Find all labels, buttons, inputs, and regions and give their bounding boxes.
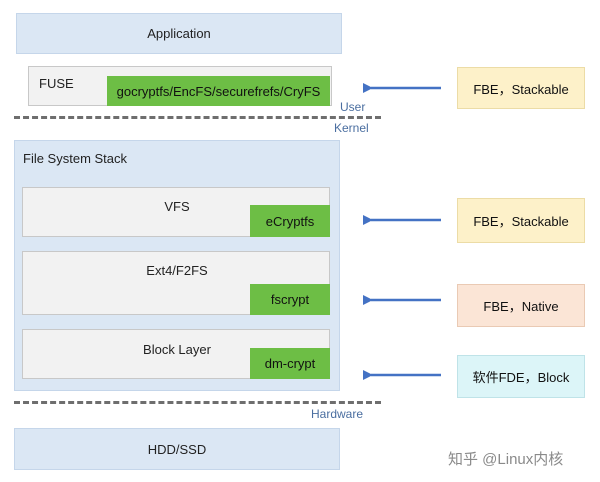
fuse-impl-box: gocryptfs/EncFS/securefrefs/CryFS [107,76,330,106]
fuse-label: FUSE [39,76,74,91]
application-box: Application [16,13,342,54]
storage-box: HDD/SSD [14,428,340,470]
hardware-region-label: Hardware [311,407,364,421]
vfs-impl-label: eCryptfs [265,213,315,229]
block-layer-label: Block Layer [143,342,211,357]
block-impl-label: dm-crypt [264,356,316,371]
tag-vfs: FBE，Stackable [457,198,585,243]
tag-ext4-label: FBE，Native [483,299,559,314]
watermark: 知乎 @Linux内核 [448,451,564,468]
tag-fuse: FBE，Stackable [457,67,585,109]
block-impl-box: dm-crypt [250,348,330,379]
vfs-impl-box: eCryptfs [250,205,330,237]
storage-label: HDD/SSD [147,441,207,457]
user-kernel-divider [14,116,381,119]
tag-fuse-label: FBE，Stackable [473,81,569,97]
tag-ext4: FBE，Native [457,284,585,327]
tag-vfs-label: FBE，Stackable [473,214,569,229]
user-region-label: User [340,100,366,114]
vfs-label: VFS [164,199,190,214]
tag-block: 软件FDE，Block [457,355,585,398]
kernel-hardware-divider [14,401,381,404]
application-label: Application [147,26,211,41]
tag-block-label: 软件FDE，Block [472,370,570,385]
ext4-impl-box: fscrypt [250,284,330,315]
fuse-impl-label: gocryptfs/EncFS/securefrefs/CryFS [116,83,321,99]
ext4-label: Ext4/F2FS [146,263,208,278]
kernel-region-label: Kernel [334,121,369,135]
ext4-impl-label: fscrypt [270,292,310,307]
fs-stack-title: File System Stack [23,151,128,166]
